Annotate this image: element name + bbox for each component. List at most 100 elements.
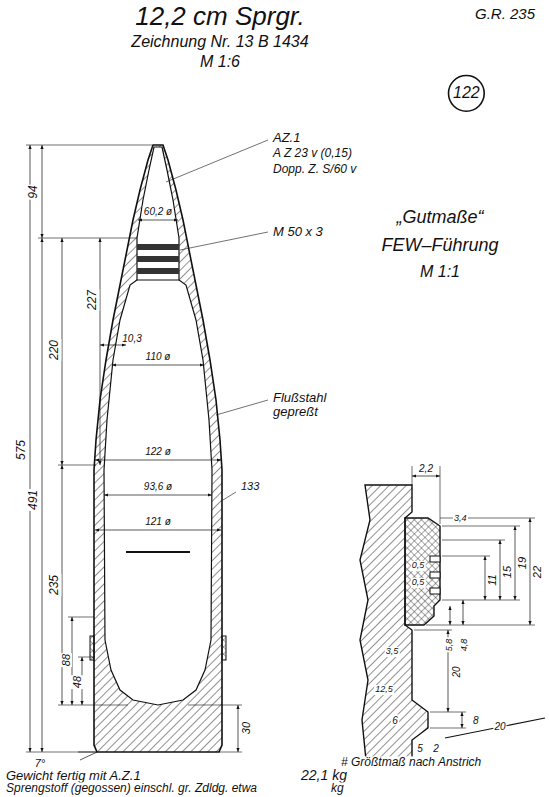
label-text: G.R. 235 [474, 6, 536, 23]
extension-line [188, 705, 242, 706]
label-text: Zeichnung Nr. 13 B 1434 [130, 33, 309, 51]
fuze-base-line [137, 279, 179, 280]
thread [137, 256, 179, 262]
extension-line [38, 238, 137, 239]
dimension-number: 48 [71, 675, 83, 689]
shell-body [94, 145, 222, 752]
thread [137, 268, 179, 274]
fuze-and-cavity [104, 147, 212, 705]
callout-number: 122 [447, 74, 486, 102]
dimension-number: 15 [501, 565, 513, 579]
title: 12,2 cm Sprgr. [134, 2, 306, 31]
label-text: 7° [34, 757, 47, 769]
drawing-part [463, 600, 464, 625]
band-groove [430, 572, 440, 578]
extension-line [223, 492, 236, 500]
drawing-part [442, 526, 520, 527]
dimension-line [104, 495, 212, 496]
extension-line [216, 400, 268, 415]
dimension-number: 5,8 [445, 638, 455, 653]
dimension-line [62, 465, 63, 705]
note-text: Gewicht fertig mit A.Z.1 [5, 769, 142, 783]
dimension-number: 20 [451, 665, 462, 678]
drawing-part [450, 606, 451, 625]
band-groove [430, 556, 440, 562]
dimension-number: 4,8 [460, 638, 470, 653]
extension-line [78, 657, 94, 658]
dimension-number: 227 [86, 289, 99, 311]
label-text: 3,5 [385, 647, 400, 657]
label-text: 2,2 [418, 463, 434, 474]
label-text: „Gutmaße“ [395, 208, 484, 228]
label-text: AZ.1 [272, 131, 301, 145]
drawing-part [412, 476, 440, 477]
drawing-part [430, 728, 466, 729]
fill-line [126, 551, 190, 553]
label-text: M 50 x 3 [272, 225, 324, 239]
dimension-number: 575 [15, 439, 28, 461]
angle-mark [80, 752, 97, 760]
dimension-line [100, 238, 101, 465]
label-text: M 1:6 [199, 53, 241, 71]
driving-band-section [405, 518, 440, 625]
extension-line [219, 752, 242, 753]
label-text: 121 ø [144, 516, 172, 527]
drawing-part [442, 556, 490, 557]
drawing-part [78, 145, 226, 760]
label-text: 5 [416, 743, 424, 754]
label-text: 10,3 [121, 333, 142, 344]
label-text: 8 [472, 715, 480, 726]
label-text: 6 [391, 715, 399, 726]
extension-line [180, 232, 268, 250]
dimension-number: 11 [486, 573, 498, 586]
callout-circle: 122 [447, 74, 486, 113]
drawing-part [442, 540, 505, 541]
label-text: 110 ø [145, 351, 172, 362]
note-text: Sprengstoff (gegossen) einschl. gr. Zdld… [5, 782, 258, 795]
dimension-number: 220 [48, 339, 61, 361]
label-text: 122 ø [144, 446, 172, 457]
note-text: kg [330, 782, 345, 795]
band-groove [430, 588, 440, 594]
dimension-line [42, 238, 43, 752]
dimension-line [100, 345, 126, 346]
dimension-number: 30 [240, 721, 252, 735]
dimension-line [238, 705, 239, 752]
dimension-lines [412, 476, 530, 728]
dimension-number: 491 [27, 489, 40, 511]
dimension-line [30, 145, 31, 752]
label-text: 133 [240, 480, 260, 492]
label-text: 60,2 ø [143, 206, 173, 217]
driving-band [222, 636, 226, 660]
dimension-number: 94 [27, 184, 40, 199]
label-text: FEW–Führung [380, 236, 499, 256]
dimension-line [42, 145, 43, 238]
label-text: 93,6 ø [143, 481, 173, 492]
label-text: A Z 23 v (0,15) [272, 147, 353, 160]
dimension-line [95, 530, 221, 531]
label-text: 12,5 [374, 685, 394, 695]
drawing-part [462, 712, 463, 728]
label-text: Dopp. Z. S/60 v [272, 163, 357, 176]
drawing-part [360, 466, 545, 760]
dimension-number: 235 [48, 574, 61, 596]
drawing-part [442, 600, 520, 601]
driving-band [90, 636, 94, 660]
dimension-number: 19 [516, 556, 528, 570]
label-text: 0,5 [411, 578, 426, 588]
drawing-part [26, 140, 268, 752]
drawing-part [414, 630, 452, 631]
dimension-line [95, 460, 221, 461]
extension-lines [412, 466, 535, 728]
drawing-part [412, 466, 413, 485]
label-text: 3,4 [453, 514, 468, 524]
label-text: 2 [432, 743, 440, 754]
dimension-line [62, 238, 63, 465]
extension-line [58, 465, 96, 466]
dimension-line [112, 365, 204, 366]
extension-line [166, 140, 268, 182]
label-text: 0,5 [411, 561, 426, 571]
thread [137, 244, 179, 250]
dimension-number: 88 [60, 653, 72, 667]
label-text: 20 [493, 721, 506, 732]
